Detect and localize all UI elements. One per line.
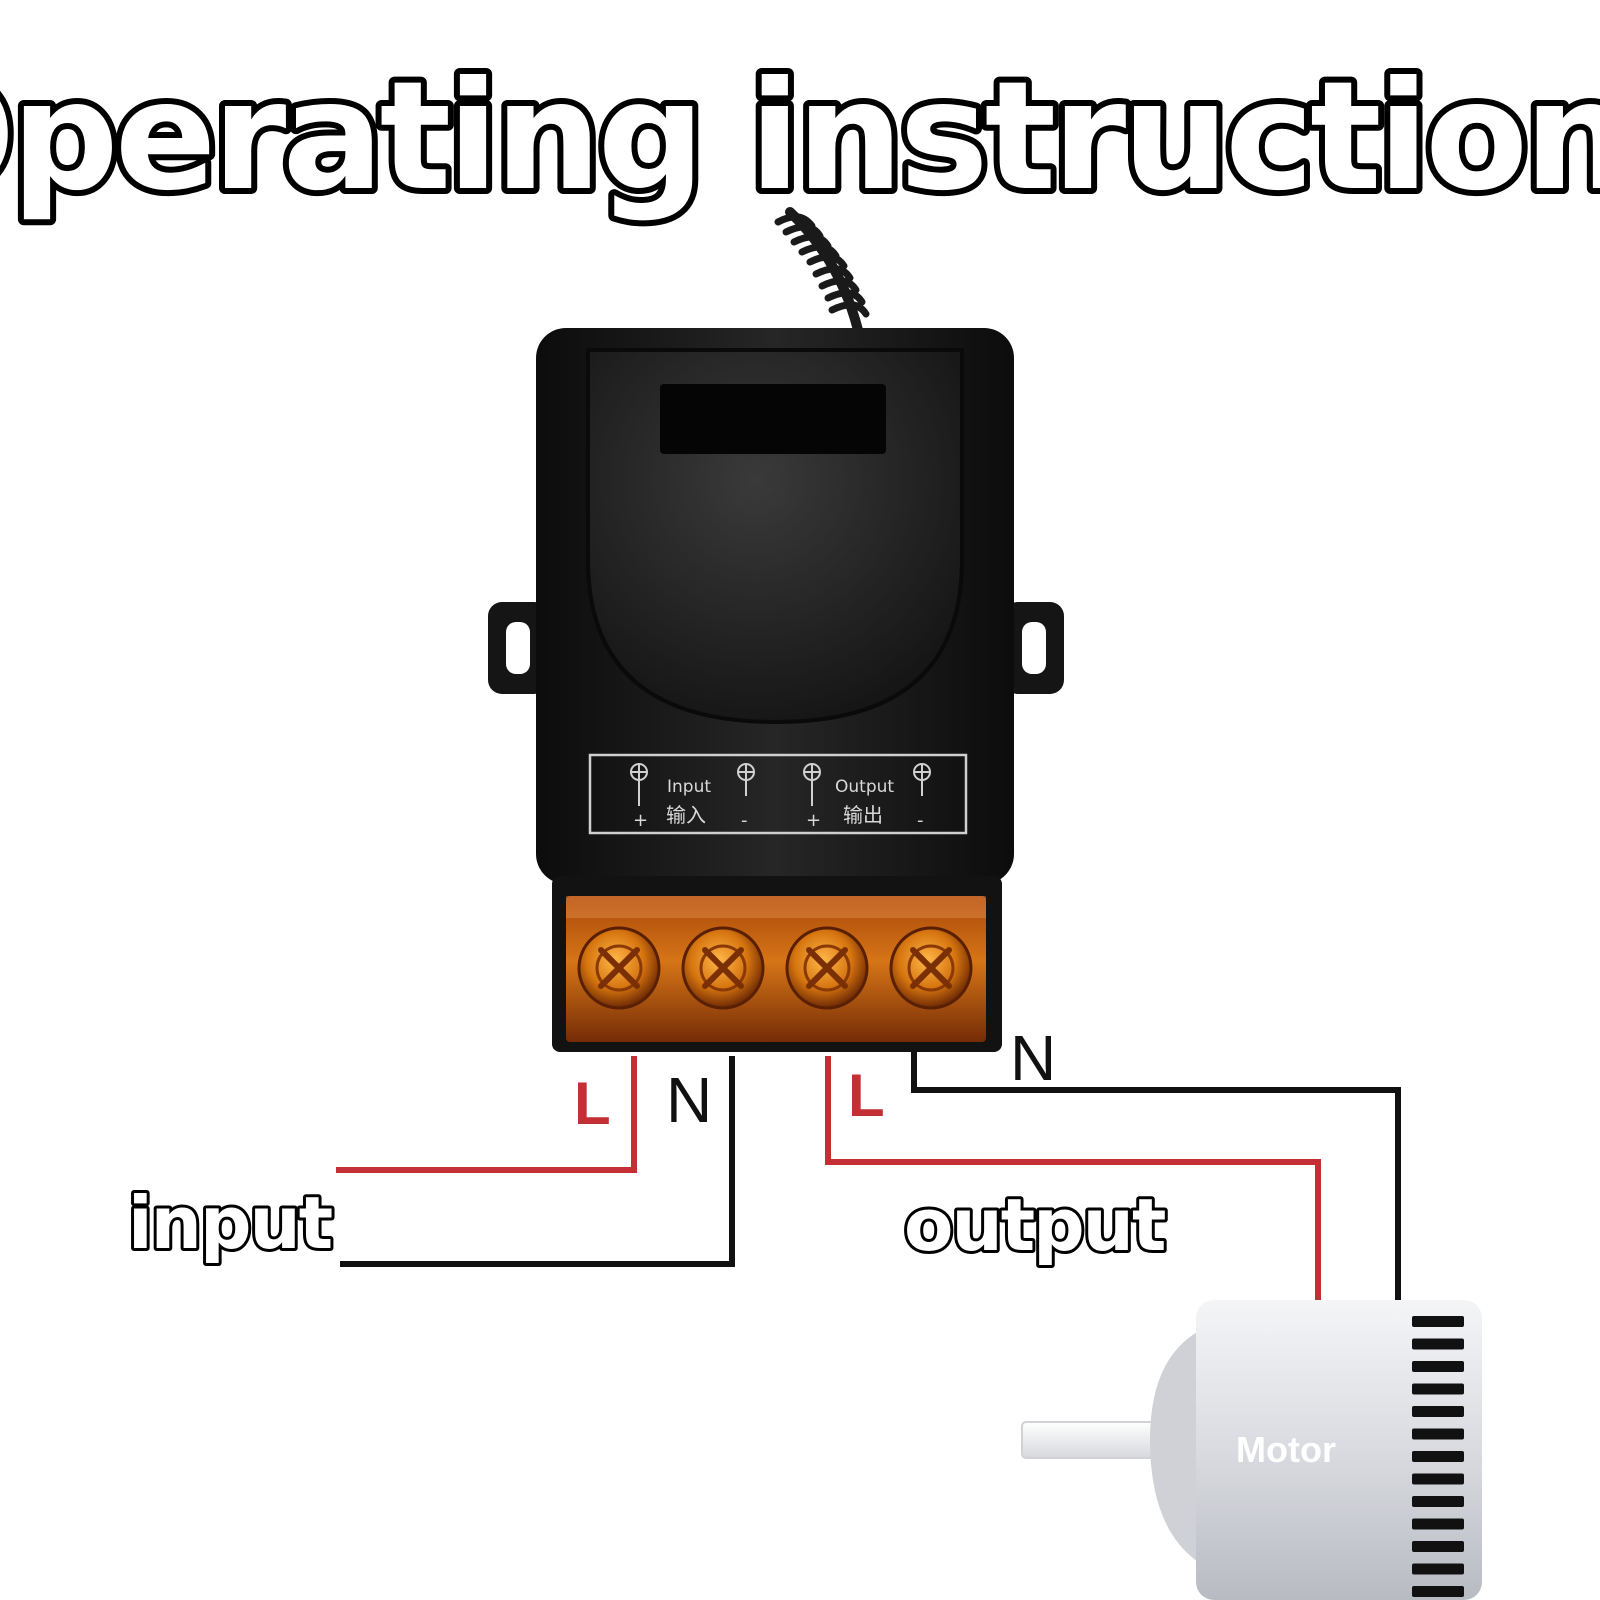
panel-output-label-cn: 输出	[843, 803, 883, 827]
motor-vent-slot	[1412, 1586, 1464, 1597]
terminal-symbols	[630, 763, 931, 806]
motor: Motor	[1021, 1300, 1482, 1600]
motor-shaft	[1021, 1421, 1173, 1459]
input-caption: input	[128, 1181, 332, 1265]
motor-vent-slot	[1412, 1451, 1464, 1462]
indicator-window	[660, 384, 886, 454]
terminal-screw	[681, 926, 765, 1010]
page-title: Operating instructions	[0, 50, 1600, 224]
right-mounting-hole	[1022, 622, 1046, 674]
motor-vent-slot	[1412, 1406, 1464, 1417]
motor-vent-slot	[1412, 1541, 1464, 1552]
motor-vent-slot	[1412, 1338, 1464, 1350]
output-minus-sign: -	[917, 810, 924, 831]
motor-vent-slot	[1412, 1496, 1464, 1507]
terminal-label-panel: Input 输入 Output 输出 + - + -	[588, 753, 968, 835]
motor-vents	[1412, 1316, 1464, 1597]
terminal-screw	[889, 926, 973, 1010]
antenna-wire	[774, 207, 870, 335]
left-mounting-hole	[506, 622, 530, 674]
output-neutral-wire	[911, 1050, 1401, 1300]
input-live-wire	[336, 1056, 637, 1173]
input-neutral-label: N	[666, 1064, 712, 1136]
input-live-label: L	[574, 1070, 611, 1137]
motor-vent-slot	[1412, 1316, 1464, 1327]
input-minus-sign: -	[741, 810, 748, 831]
input-neutral-wire	[340, 1056, 735, 1267]
panel-input-label-cn: 输入	[666, 803, 706, 827]
output-neutral-label: N	[1010, 1022, 1056, 1094]
panel-input-label: Input	[667, 777, 711, 797]
panel-output-label: Output	[835, 777, 894, 797]
terminal-cover	[566, 896, 986, 1042]
terminal-screw	[577, 926, 661, 1010]
motor-vent-slot	[1412, 1361, 1464, 1372]
output-live-wire	[825, 1056, 1321, 1300]
motor-label: Motor	[1236, 1429, 1336, 1470]
wiring	[336, 1050, 1401, 1300]
terminal-block	[552, 876, 1002, 1052]
output-plus-sign: +	[806, 810, 821, 831]
receiver-housing: Input 输入 Output 输出 + - + -	[488, 328, 1064, 1052]
motor-vent-slot	[1412, 1473, 1464, 1485]
output-live-label: L	[848, 1062, 885, 1129]
input-plus-sign: +	[633, 810, 648, 831]
motor-vent-slot	[1412, 1383, 1464, 1395]
terminal-screws	[577, 926, 973, 1010]
terminal-screw	[785, 926, 869, 1010]
motor-vent-slot	[1412, 1428, 1464, 1440]
motor-vent-slot	[1412, 1518, 1464, 1530]
motor-vent-slot	[1412, 1563, 1464, 1575]
motor-body	[1196, 1300, 1482, 1600]
output-caption: output	[904, 1183, 1165, 1267]
